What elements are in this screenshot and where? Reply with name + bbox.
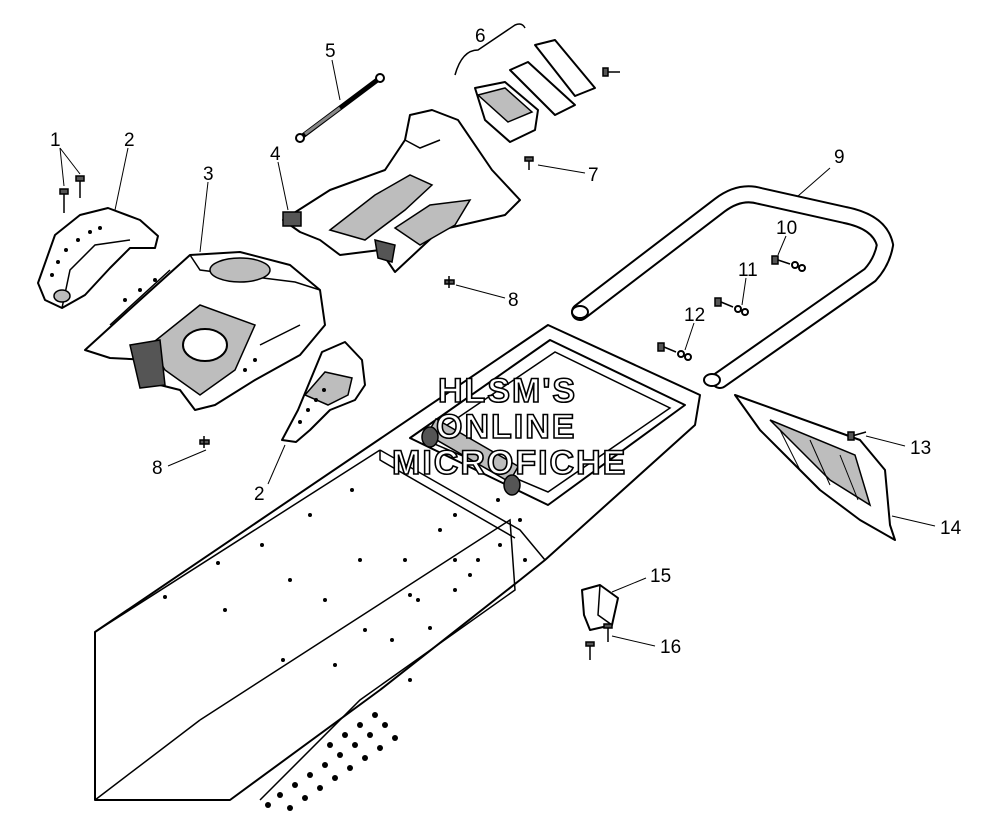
perforations <box>265 712 398 811</box>
part-12-bolt <box>657 342 692 361</box>
part-6-taillight <box>454 23 620 143</box>
callout-13: 13 <box>910 438 931 459</box>
callout-8-upper: 8 <box>508 290 519 311</box>
callout-2-lower: 2 <box>254 484 265 505</box>
callout-7: 7 <box>588 165 599 186</box>
leader-lines <box>59 59 936 647</box>
callout-1: 1 <box>50 130 61 151</box>
callout-14: 14 <box>940 518 962 539</box>
part-9-grab-handle <box>571 185 895 389</box>
part-16-screws <box>585 623 613 660</box>
callout-6: 6 <box>475 26 486 47</box>
watermark-line-3: MICROFICHE <box>392 444 627 482</box>
callout-10: 10 <box>776 218 797 239</box>
part-10-bolt <box>771 255 806 272</box>
callout-2-upper: 2 <box>124 130 135 151</box>
part-14-snowflap <box>734 394 896 541</box>
part-1-screws <box>59 175 85 213</box>
part-13-screw <box>847 431 867 441</box>
part-3-console <box>84 251 326 411</box>
callout-8-lower: 8 <box>152 458 163 479</box>
callout-12: 12 <box>684 305 705 326</box>
callout-16: 16 <box>660 637 681 658</box>
part-7-screw <box>524 156 534 170</box>
part-2-side-panel-right <box>281 341 366 443</box>
callout-9: 9 <box>834 147 845 168</box>
callout-5: 5 <box>325 41 336 62</box>
callout-11: 11 <box>738 260 758 281</box>
part-4-rear-cover <box>282 109 521 273</box>
part-8-bolt-lower <box>199 436 210 448</box>
callout-4: 4 <box>270 144 281 165</box>
callout-labels: 1 2 3 4 5 6 7 8 9 10 11 12 2 8 13 14 15 … <box>50 26 962 658</box>
watermark-line-2: ONLINE <box>436 408 576 446</box>
watermark: HLSM'S ONLINE MICROFICHE <box>391 371 627 483</box>
part-11-bolt <box>714 297 749 316</box>
part-8-bolt-upper <box>444 276 455 288</box>
callout-15: 15 <box>650 566 671 587</box>
part-5-gas-strut <box>295 73 385 143</box>
part-2-side-panel-left <box>37 207 159 309</box>
rivet-holes <box>163 488 527 682</box>
tunnel-assembly <box>94 324 701 811</box>
callout-3: 3 <box>203 164 214 185</box>
watermark-line-1: HLSM'S <box>438 372 577 410</box>
